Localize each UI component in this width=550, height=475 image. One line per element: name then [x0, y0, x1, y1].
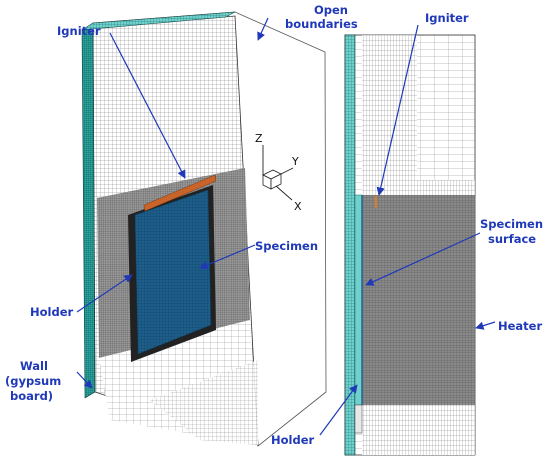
label-specimen-surface-1: Specimen	[480, 217, 543, 231]
axis-z-label: Z	[255, 132, 263, 145]
right-lower-region	[362, 405, 475, 455]
igniter-bar	[143, 174, 217, 212]
axis-cube-right	[270, 173, 282, 190]
annotation-arrows	[76, 17, 496, 436]
y-axis-line	[280, 167, 294, 175]
specimen-panel	[134, 189, 212, 355]
right-2d-mesh-view	[344, 34, 476, 456]
arrow-holder-right	[319, 384, 358, 436]
right-holder	[354, 404, 363, 434]
left-3d-mesh-view	[81, 11, 327, 447]
axis-x-label: X	[294, 200, 302, 213]
arrow-wall	[76, 371, 93, 389]
label-specimen-surface-2: surface	[488, 232, 536, 246]
arrow-specimen	[199, 244, 256, 269]
arrow-igniter-right	[376, 24, 419, 196]
label-open-boundaries-1: Open	[314, 3, 348, 17]
label-heater: Heater	[498, 319, 542, 333]
arrow-open-boundaries	[257, 17, 269, 41]
label-specimen: Specimen	[255, 239, 318, 253]
right-specimen-strip	[354, 194, 363, 406]
label-holder-right: Holder	[271, 433, 314, 447]
floor-mesh	[150, 360, 258, 445]
arrow-igniter-left	[109, 32, 186, 179]
annotation-labels: Igniter Open boundaries Specimen Holder …	[5, 3, 543, 447]
label-igniter-right: Igniter	[425, 11, 469, 25]
axis-y-label: Y	[291, 155, 299, 168]
label-wall-2: (gypsum	[5, 374, 61, 388]
wall-top-edge	[81, 11, 236, 31]
label-open-boundaries-2: boundaries	[285, 17, 358, 31]
right-wall	[344, 34, 356, 456]
right-dense-region	[355, 195, 475, 405]
label-holder-left: Holder	[30, 305, 73, 319]
gypsum-wall	[81, 22, 96, 399]
arrow-specimen-surface	[365, 232, 481, 286]
label-wall-3: board)	[10, 389, 53, 403]
upper-fan-mesh	[110, 22, 232, 190]
axis-triad: Z Y X	[255, 132, 302, 213]
x-axis-line	[275, 185, 293, 201]
arrow-holder-left	[76, 274, 133, 313]
arrow-heater	[475, 321, 496, 330]
label-wall-1: Wall	[20, 359, 48, 373]
label-igniter-left: Igniter	[57, 24, 101, 38]
